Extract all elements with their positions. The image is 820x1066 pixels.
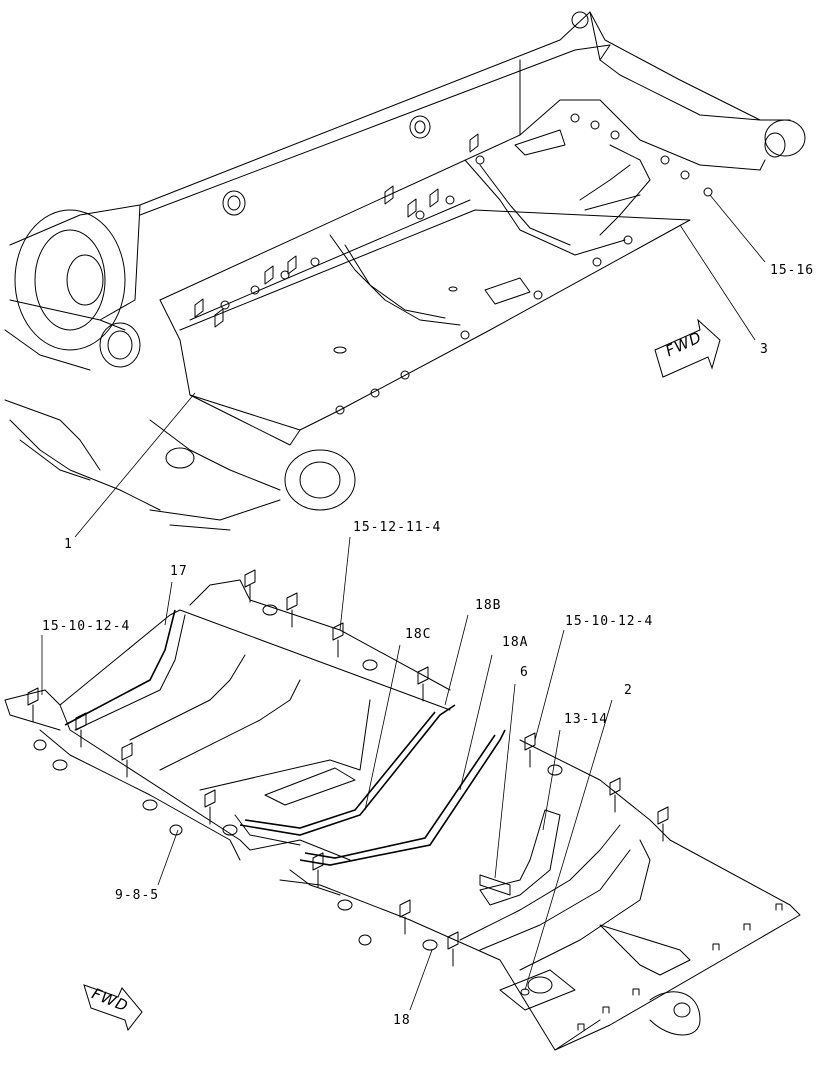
callout-17: 17 [170,564,188,579]
upper-frame-assembly [4,11,806,538]
callout-18: 18 [393,1013,411,1028]
callout-9-8-5: 9-8-5 [115,888,160,903]
callout-3: 3 [760,342,769,357]
callout-18A: 18A [502,635,529,650]
callout-15-10-12-4-right: 15-10-12-4 [565,614,654,629]
upper-fwd-arrow [654,318,721,378]
lower-fwd-arrow [83,984,143,1032]
callout-13-14: 13-14 [564,712,609,727]
callout-18B: 18B [475,598,502,613]
callout-1: 1 [64,537,73,552]
lower-rear-bolts [577,903,783,1031]
lower-guard-assembly [4,536,801,1051]
upper-clips [194,133,479,328]
callout-6: 6 [520,665,529,680]
callout-2: 2 [624,683,633,698]
upper-bolts [220,113,713,415]
lower-clips [27,569,669,967]
callout-15-10-12-4-left: 15-10-12-4 [42,619,131,634]
callout-18C: 18C [405,627,432,642]
callout-15-16: 15-16 [770,263,815,278]
lower-pins [33,604,563,951]
callout-15-12-11-4: 15-12-11-4 [353,520,442,535]
